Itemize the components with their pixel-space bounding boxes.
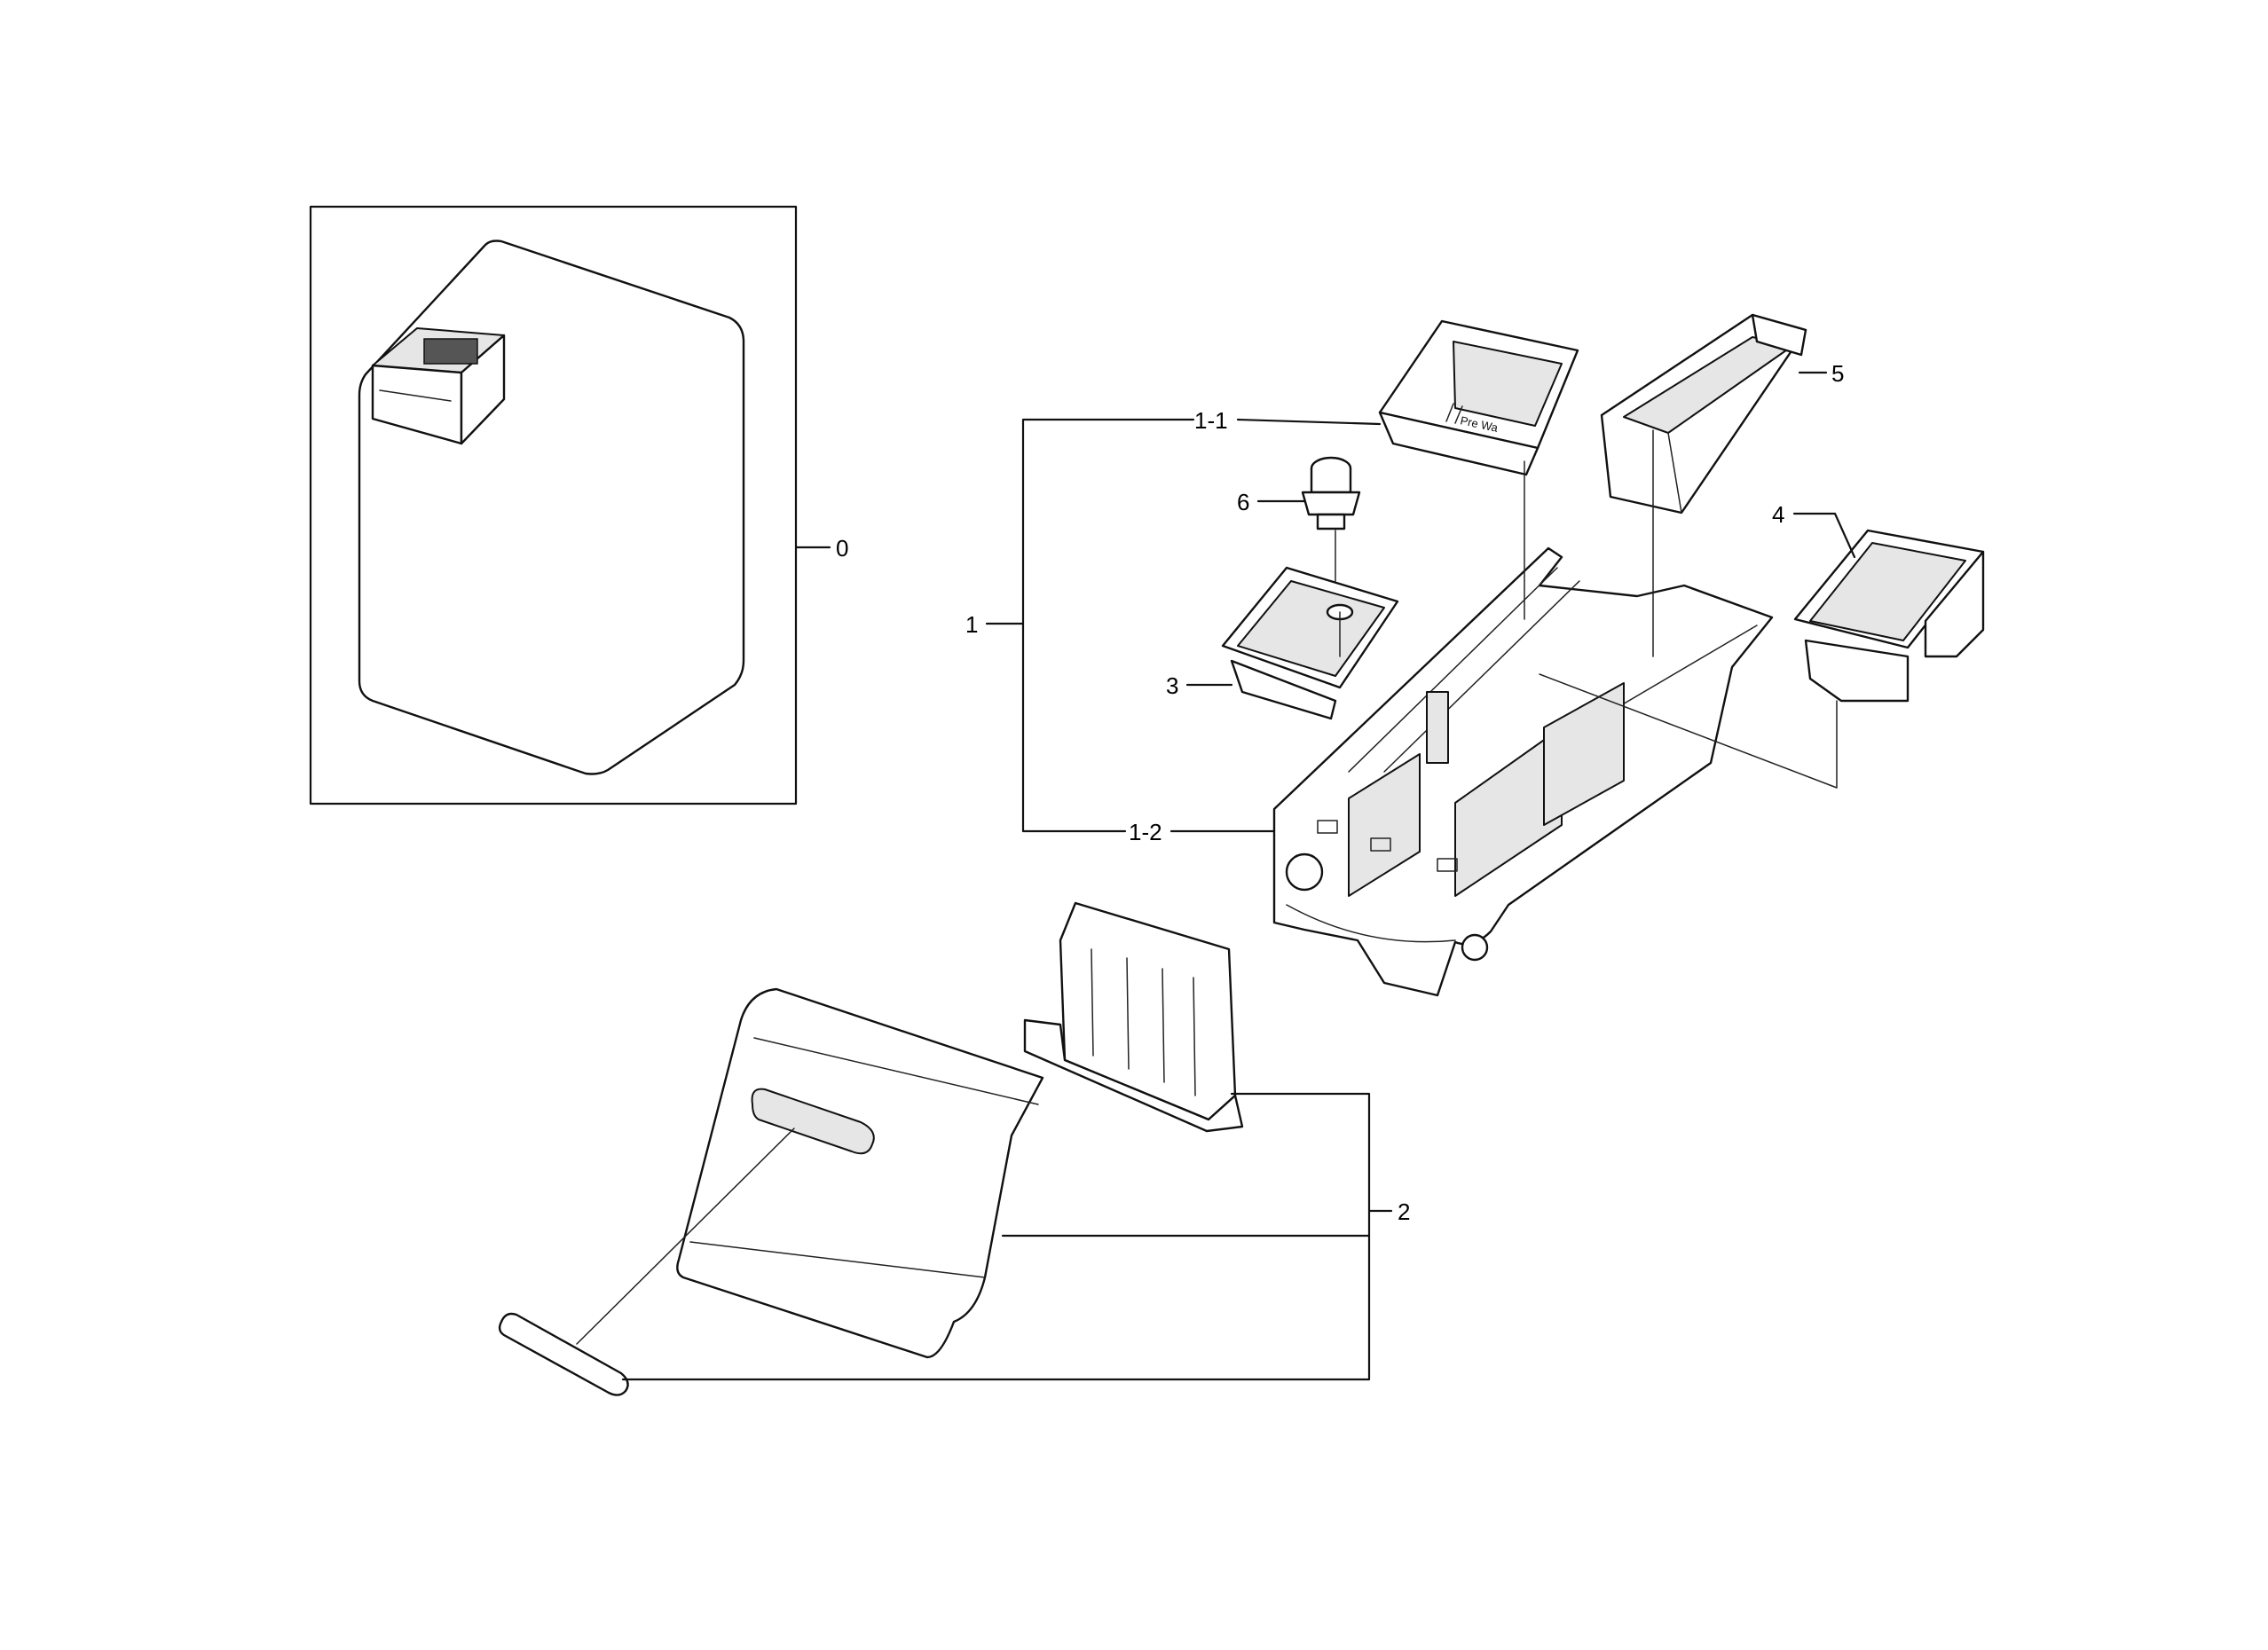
assembly-frame bbox=[309, 205, 831, 805]
drawer-front-panel bbox=[676, 987, 1044, 1359]
callout-1-1: 1-1 bbox=[1194, 407, 1228, 434]
detergent-cup bbox=[1793, 529, 1985, 703]
callout-5: 5 bbox=[1831, 360, 1844, 387]
siphon-cup bbox=[1221, 566, 1399, 720]
drawer-housing bbox=[1272, 546, 1774, 997]
softener-cup bbox=[1600, 313, 1807, 515]
prewash-drawer: Pre Wa bbox=[1378, 319, 1579, 476]
siphon-cap bbox=[1301, 456, 1361, 530]
callout-labels: 0 1 1-1 1-2 2 3 4 5 6 bbox=[836, 360, 1844, 1225]
callout-2: 2 bbox=[1398, 1198, 1410, 1225]
assembly-panel-overview bbox=[358, 240, 745, 775]
callout-3: 3 bbox=[1166, 672, 1178, 699]
callout-1-2: 1-2 bbox=[1129, 819, 1162, 845]
callout-4: 4 bbox=[1772, 501, 1784, 528]
callout-0: 0 bbox=[836, 535, 848, 562]
callout-1: 1 bbox=[965, 611, 978, 638]
drawer-seal bbox=[498, 1128, 795, 1396]
callout-6: 6 bbox=[1237, 489, 1249, 515]
drawer-inner-grille bbox=[1023, 901, 1244, 1133]
callout-leaders bbox=[621, 371, 1856, 1381]
